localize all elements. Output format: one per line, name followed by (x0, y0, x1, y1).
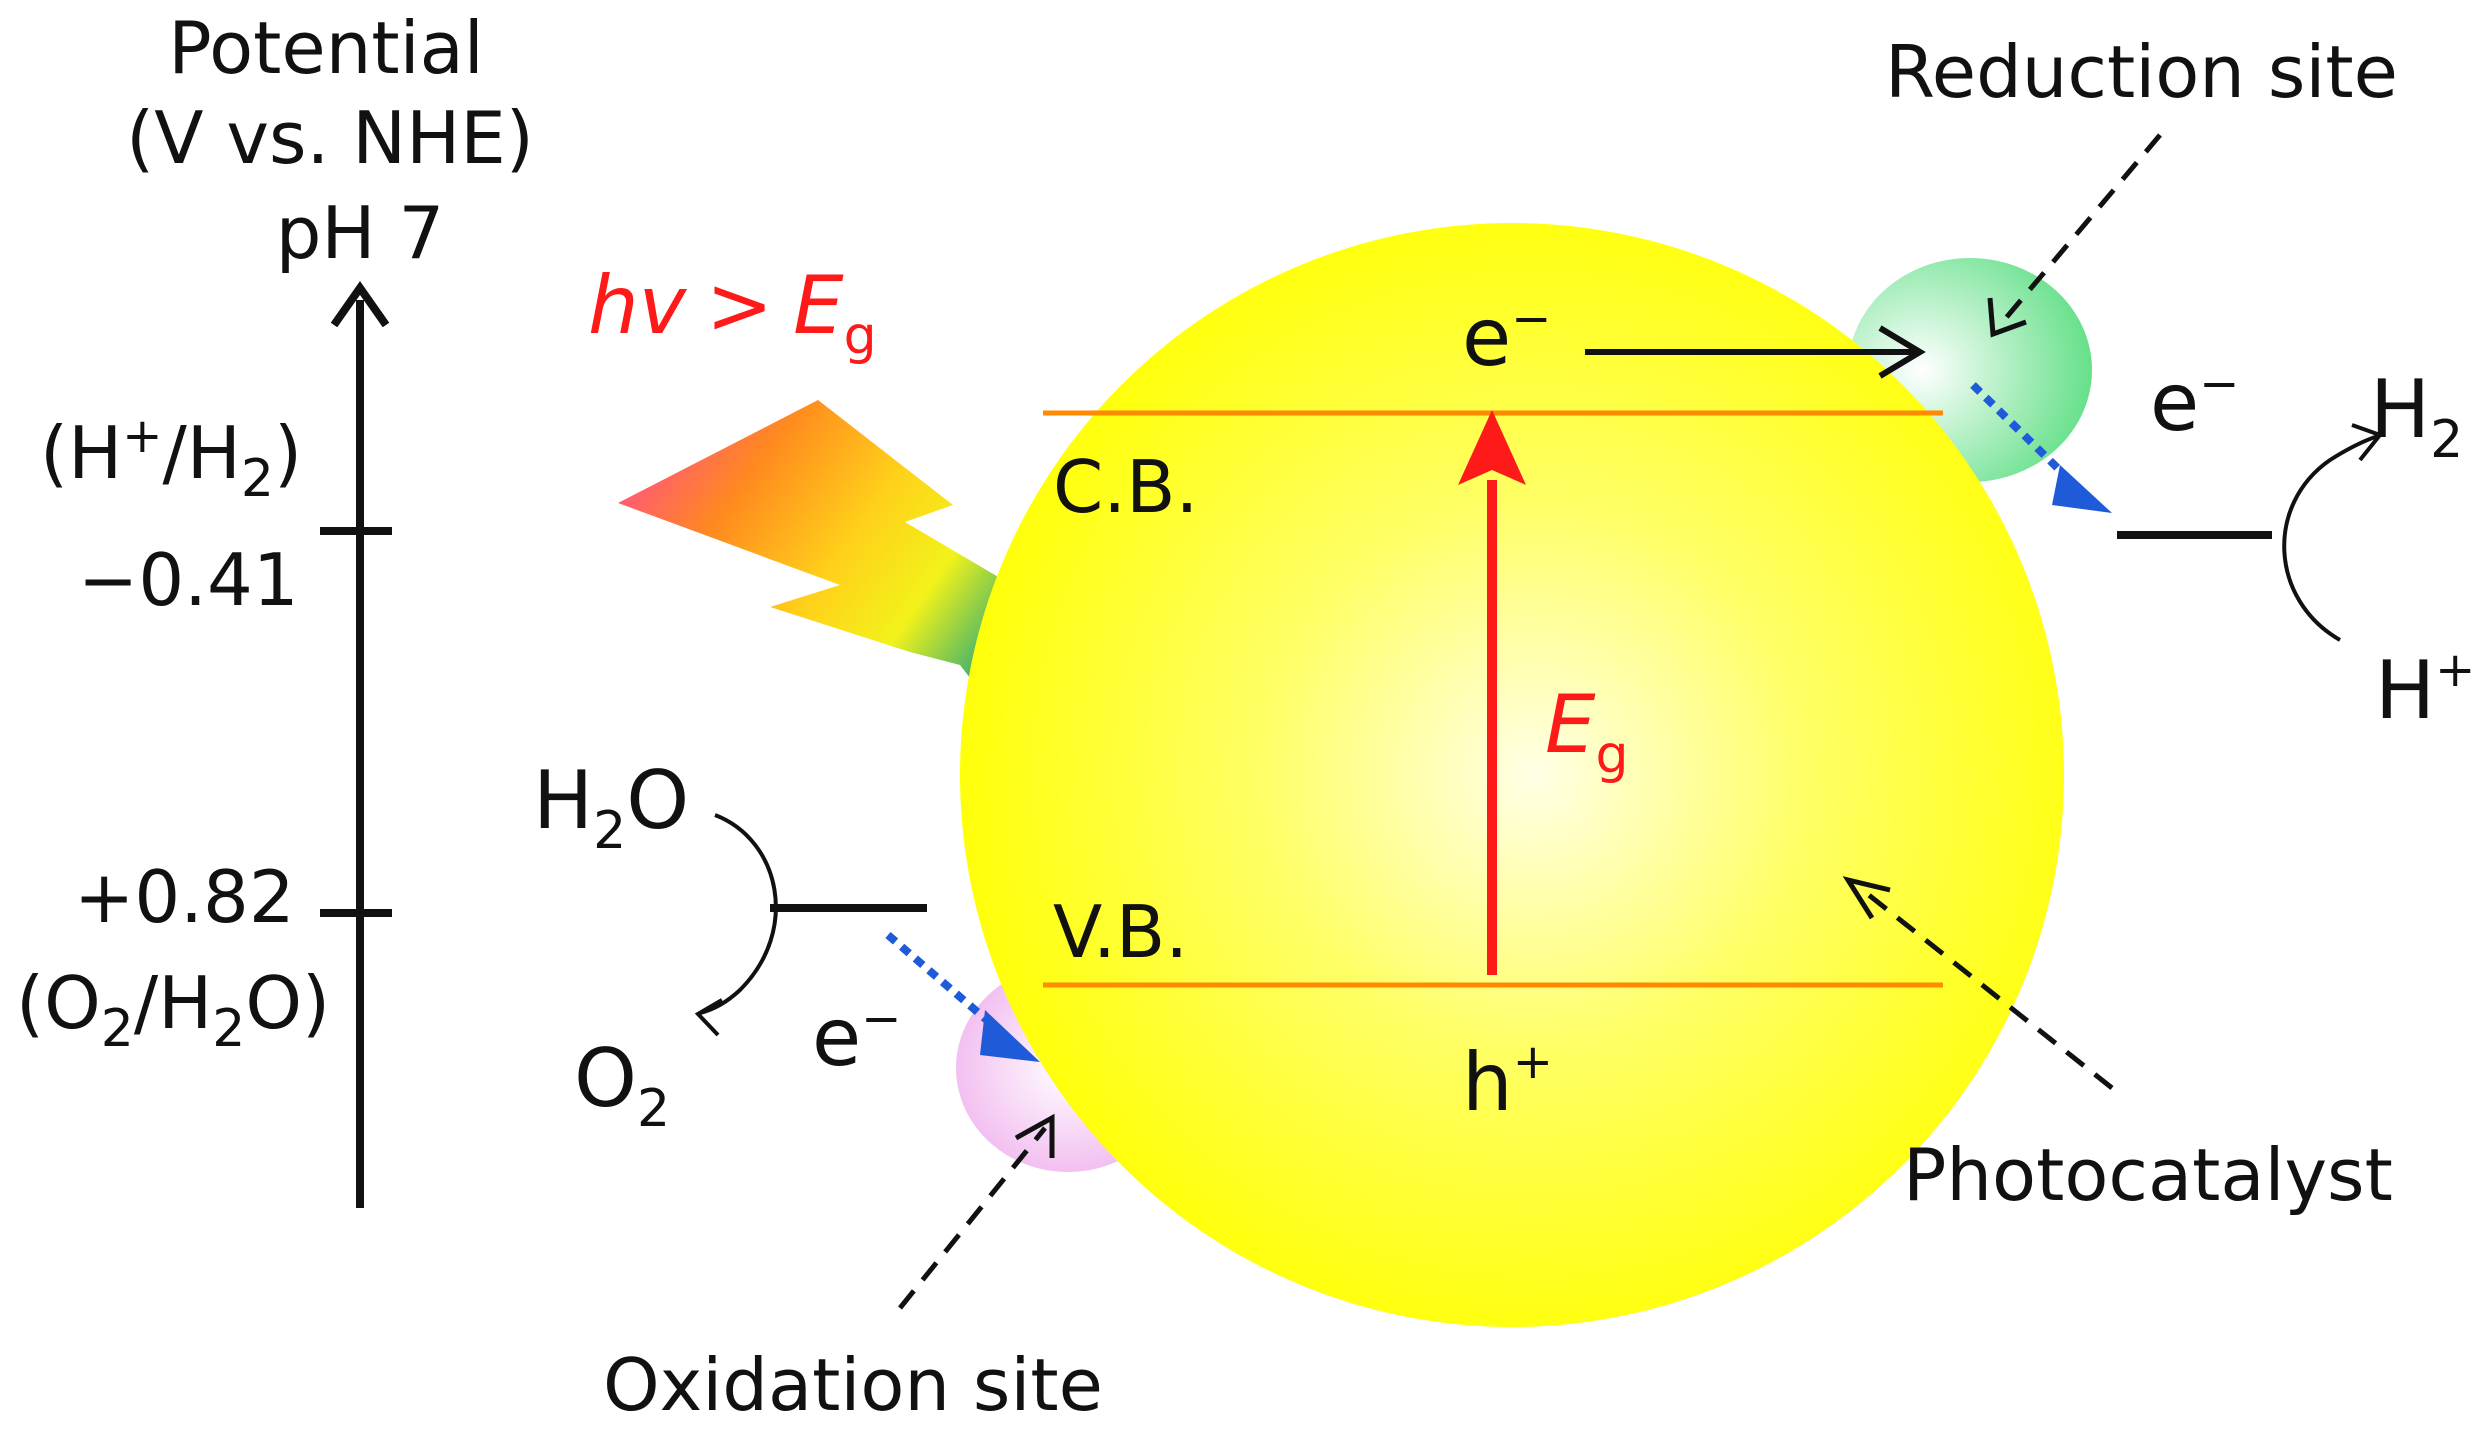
oxidation-site-pointer (898, 1126, 1047, 1310)
axis-title-line2: (V vs. NHE) (126, 96, 534, 180)
reduction-site-label: Reduction site (1885, 30, 2398, 114)
oxidation-site-label: Oxidation site (603, 1343, 1103, 1427)
potential-axis: Potential (V vs. NHE) pH 7 (H+/H2) −0.41… (16, 6, 534, 1208)
oxidation-curve-arrowhead (694, 998, 724, 1037)
photocatalyst-pointer-head (1842, 876, 1891, 920)
lower-potential-value: +0.82 (74, 855, 295, 939)
reduction-blue-arrowhead (2052, 465, 2112, 513)
o2-product-label: O2 (574, 1032, 670, 1139)
oxidation-curve-arrow (699, 813, 778, 1015)
upper-potential-value: −0.41 (78, 538, 299, 622)
reduction-curve-arrowhead (2351, 423, 2384, 462)
h-plus-reactant-label: H+ (2375, 642, 2475, 737)
axis-title-line1: Potential (168, 6, 483, 90)
conduction-band-label: C.B. (1053, 445, 1198, 529)
photocatalyst-pointer (1858, 886, 2114, 1090)
axis-arrowhead (330, 281, 390, 328)
electron-transfer-arrowhead (1878, 325, 1926, 379)
vb-hole-label: h+ (1462, 1034, 1553, 1129)
lower-couple-label: (O2/H2O) (16, 961, 330, 1059)
axis-title-line3: pH 7 (276, 191, 445, 275)
photocatalyst-label: Photocatalyst (1903, 1133, 2393, 1217)
oxidation-blue-arrowhead (980, 1010, 1040, 1062)
excitation-arrowhead (1458, 410, 1526, 485)
valence-band-label: V.B. (1053, 890, 1188, 974)
reduction-site-pointer-head (1987, 297, 2027, 338)
reduction-curve-arrow (2282, 434, 2379, 642)
upper-couple-label: (H+/H2) (40, 408, 302, 509)
band-gap-label: Eg (1545, 678, 1629, 785)
reduction-site-pointer (1998, 133, 2162, 327)
reduction-electron-label: e− (2150, 356, 2239, 449)
photocatalyst-particle (960, 223, 2064, 1327)
oxidation-site-pointer-head (1014, 1113, 1055, 1158)
oxidation-electron-label: e− (812, 991, 901, 1084)
h2o-reactant-label: H2O (533, 754, 689, 861)
svg-text:hv>Eg: hv>Eg (588, 259, 877, 366)
light-label: hv>Eg (588, 259, 877, 366)
cb-electron-label: e− (1462, 291, 1551, 384)
h2-product-label: H2 (2370, 363, 2463, 470)
